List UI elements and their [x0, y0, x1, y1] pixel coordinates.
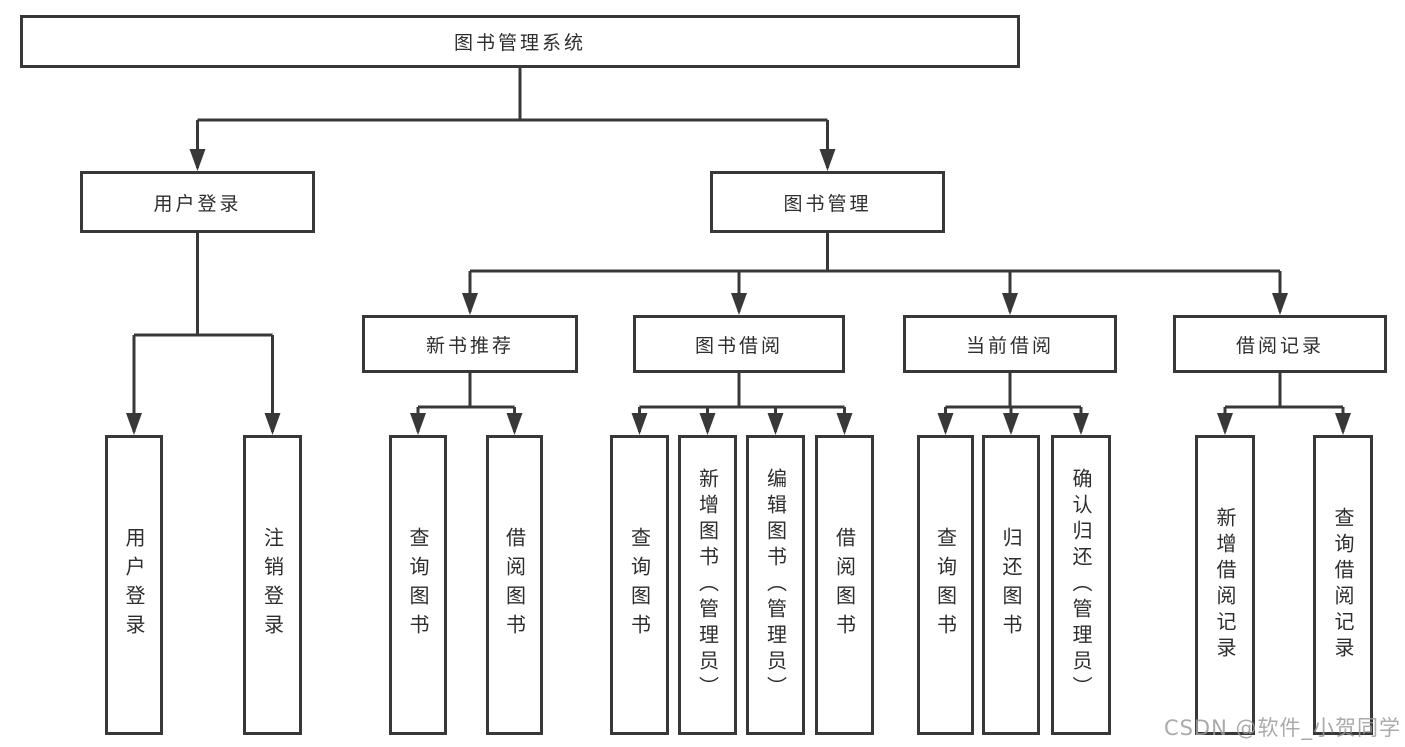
- leaf-logout: 注销登录: [243, 435, 302, 735]
- node-borrow-records: 借阅记录: [1173, 315, 1387, 373]
- connector-records-trunk: [1225, 371, 1343, 409]
- connector-current-trunk: [945, 371, 1081, 409]
- leaf-edit-book-admin: 编辑图书（管理员）: [746, 435, 805, 735]
- node-root: 图书管理系统: [20, 15, 1020, 68]
- node-book-borrow: 图书借阅: [633, 315, 845, 373]
- connector-borrow-trunk: [639, 371, 845, 409]
- leaf-query-borrow-record: 查询借阅记录: [1313, 435, 1373, 735]
- node-new-book-recommend: 新书推荐: [362, 315, 578, 373]
- leaf-borrow-books-recommend: 借阅图书: [486, 435, 543, 735]
- leaf-confirm-return-admin: 确认归还（管理员）: [1051, 435, 1111, 735]
- node-user-login-branch: 用户登录: [80, 171, 315, 233]
- leaf-query-books-borrow: 查询图书: [610, 435, 669, 735]
- leaf-add-borrow-record: 新增借阅记录: [1195, 435, 1255, 735]
- csdn-watermark: CSDN @软件_小贺同学: [1163, 716, 1401, 740]
- connector-management-trunk: [470, 231, 1280, 273]
- node-book-management-branch: 图书管理: [710, 171, 945, 233]
- leaf-user-login: 用户登录: [105, 435, 163, 735]
- connector-recommend-trunk: [418, 371, 515, 409]
- leaf-query-books-current: 查询图书: [917, 435, 974, 735]
- connector-login-trunk: [134, 231, 273, 337]
- leaf-add-book-admin: 新增图书（管理员）: [678, 435, 737, 735]
- leaf-borrow-books: 借阅图书: [815, 435, 874, 735]
- leaf-return-books: 归还图书: [982, 435, 1040, 735]
- connector-root-trunk: [197, 66, 828, 122]
- node-current-borrow: 当前借阅: [903, 315, 1117, 373]
- leaf-query-books-recommend: 查询图书: [389, 435, 447, 735]
